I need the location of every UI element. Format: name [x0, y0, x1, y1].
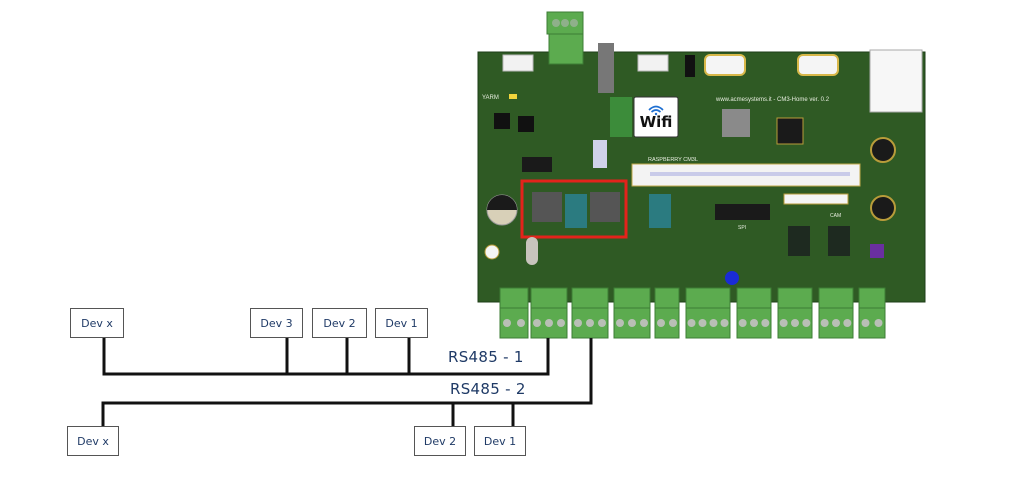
rs485-2-wiring	[101, 338, 593, 427]
grove-connector-1	[502, 54, 534, 72]
terminal-screw	[874, 319, 883, 327]
pcb-spi-label: SPI	[738, 225, 746, 231]
wifi-antenna	[610, 97, 632, 137]
terminal-block	[685, 287, 731, 339]
rs485-2-device-x[interactable]: Dev x	[67, 426, 119, 456]
terminal-block	[654, 287, 680, 339]
cam-connector	[783, 193, 849, 205]
terminal-blocks	[499, 287, 886, 339]
rs485-transceiver-1	[532, 192, 562, 222]
terminal-block	[499, 287, 529, 339]
terminal-block	[736, 287, 772, 339]
terminal-screw	[503, 319, 511, 327]
audio-jack	[598, 43, 614, 93]
rs485-2-label: RS485 - 2	[450, 380, 526, 398]
rs485-2-device-2[interactable]: Dev 2	[414, 426, 466, 456]
adc-connector	[546, 11, 584, 65]
inductor-2	[870, 195, 896, 221]
terminal-screw	[791, 319, 799, 327]
microsd-slot	[593, 140, 607, 168]
terminal-screw	[709, 319, 718, 327]
pcb-cam-label: CAM	[830, 213, 841, 219]
grove-connector-2	[637, 54, 669, 72]
terminal-block	[613, 287, 651, 339]
terminal-screw	[738, 319, 747, 327]
terminal-screw	[820, 319, 829, 327]
ir-receiver	[725, 271, 739, 285]
wifi-signal-icon	[648, 105, 664, 111]
rs485-1-trunk	[102, 337, 550, 376]
pcb-cm3-label: RASPBERRY CM3L	[648, 157, 698, 163]
wifi-logo-text: Wifi	[640, 113, 673, 131]
terminal-block	[530, 287, 568, 339]
spi-header	[715, 204, 770, 220]
pcb-yarm-label: YARM	[482, 95, 499, 101]
terminal-screw	[669, 319, 677, 327]
terminal-screw	[657, 319, 665, 327]
wifi-module: Wifi	[610, 96, 679, 138]
chip-3	[722, 109, 750, 137]
rs485-1-wiring	[102, 337, 550, 376]
header-connector	[522, 157, 552, 172]
rs485-1-device-2[interactable]: Dev 2	[312, 308, 367, 338]
con-header	[685, 55, 695, 77]
rs485-2-trunk	[101, 338, 593, 427]
terminal-screw	[720, 319, 729, 327]
relay-2	[828, 226, 850, 256]
terminal-screw	[517, 319, 525, 327]
rs485-1-device-x[interactable]: Dev x	[70, 308, 124, 338]
terminal-screw	[574, 319, 582, 327]
terminal-screw	[698, 319, 707, 327]
terminal-screw	[687, 319, 696, 327]
usb2-port	[704, 54, 746, 76]
terminal-screw	[586, 319, 594, 327]
inductor-1	[870, 137, 896, 163]
isolator-2	[649, 194, 671, 228]
terminal-screw	[616, 319, 624, 327]
rs485-transceiver-2	[590, 192, 620, 222]
terminal-screw	[779, 319, 788, 327]
terminal-block	[858, 287, 886, 339]
terminal-screw	[832, 319, 840, 327]
terminal-screw	[750, 319, 758, 327]
terminal-screw	[843, 319, 852, 327]
terminal-block	[571, 287, 609, 339]
terminal-screw	[598, 319, 606, 327]
pcb-board: www.acmesystems.it - CM3-Home ver. 0.2 Y…	[477, 11, 926, 303]
pcb-website-label: www.acmesystems.it - CM3-Home ver. 0.2	[715, 97, 830, 103]
terminal-screw	[761, 319, 770, 327]
capacitor	[870, 244, 884, 258]
terminal-block	[777, 287, 813, 339]
crystal	[526, 237, 538, 265]
cpu-chip	[776, 117, 804, 145]
chip-1	[494, 113, 510, 129]
terminal-screw	[545, 319, 553, 327]
terminal-screw	[640, 319, 648, 327]
rs485-1-device-1[interactable]: Dev 1	[375, 308, 428, 338]
rs485-1-device-3[interactable]: Dev 3	[250, 308, 303, 338]
ethernet-port	[869, 49, 923, 113]
isolator-1	[565, 194, 587, 228]
terminal-screw	[533, 319, 541, 327]
rs485-highlight-box	[520, 179, 628, 239]
terminal-screw	[861, 319, 870, 327]
usb1-port	[797, 54, 839, 76]
relay-1	[788, 226, 810, 256]
reset-button	[484, 244, 500, 260]
rs485-2-device-1[interactable]: Dev 1	[474, 426, 526, 456]
chip-2	[518, 116, 534, 132]
terminal-screw	[802, 319, 811, 327]
terminal-block	[818, 287, 854, 339]
terminal-screw	[628, 319, 636, 327]
terminal-screw	[557, 319, 565, 327]
rs485-1-label: RS485 - 1	[448, 348, 524, 366]
